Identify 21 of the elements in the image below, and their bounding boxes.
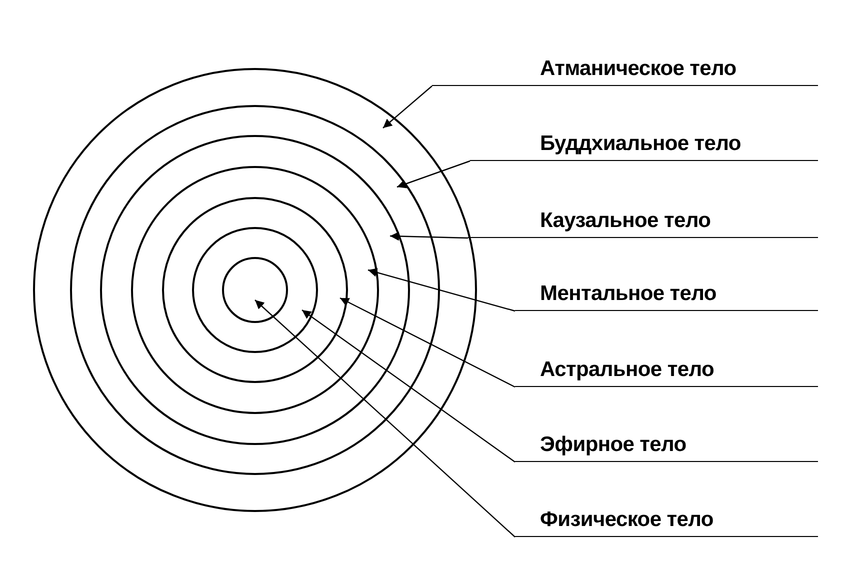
underlined-label: Физическое тело: [515, 503, 818, 537]
leader-line: [302, 310, 516, 462]
leader-line: [368, 268, 516, 312]
underlined-label: Каузальное тело: [468, 204, 818, 238]
circle-outline: [33, 68, 477, 512]
leader-line: [390, 232, 468, 241]
leader-line: [254, 300, 516, 538]
circle-outline: [70, 105, 440, 475]
underlined-label: Эфирное тело: [515, 428, 818, 462]
leader-line: [396, 160, 470, 188]
leader-line: [340, 297, 516, 388]
circle-outline: [222, 257, 288, 323]
circle-outline: [192, 227, 318, 353]
underlined-label: Буддхиальное тело: [470, 127, 818, 161]
underlined-label: Астральное тело: [515, 353, 818, 387]
circle-outline: [131, 166, 379, 414]
leader-line: [382, 86, 432, 128]
circle-outline: [162, 197, 348, 383]
underlined-label: Ментальное тело: [515, 277, 818, 311]
underlined-label: Атманическое тело: [432, 52, 818, 86]
circle-outline: [100, 135, 410, 445]
